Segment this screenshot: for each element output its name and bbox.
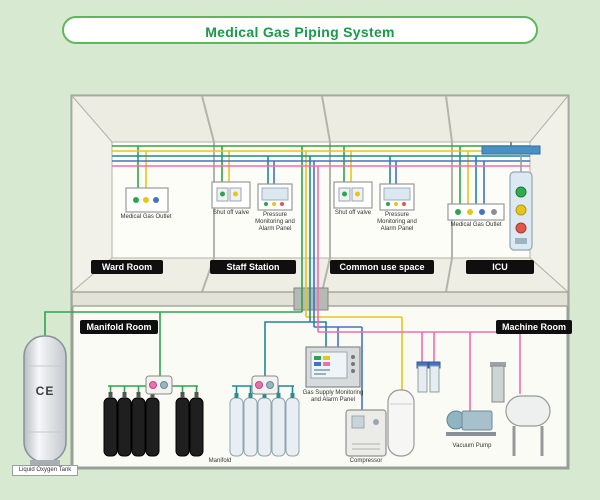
oxygen-pipe-green (44, 145, 530, 392)
room-label-icu: ICU (466, 260, 534, 274)
room-label-manifold-room: Manifold Room (80, 320, 158, 334)
label-medical-gas-outlet-icu: Medical Gas Outlet (450, 222, 502, 228)
label-compressor: Compressor (349, 458, 383, 464)
riser-connector (293, 287, 329, 311)
gas-cylinders-white (229, 393, 300, 457)
staff-shut-off-valve-box (211, 181, 251, 209)
icu-ceiling-pendant (481, 142, 541, 172)
manifold-regulator (251, 375, 279, 395)
room-label-ward-room: Ward Room (91, 260, 163, 274)
partition-wall (321, 95, 331, 293)
ward-medical-gas-outlet (125, 187, 169, 213)
compressor-receiver-tank (387, 389, 415, 457)
icu-medical-gas-outlet (447, 203, 505, 221)
liquid-oxygen-tank (23, 335, 67, 465)
oxygen-cylinders-dark (103, 392, 204, 457)
compressor-unit (345, 409, 387, 457)
manifold-regulator (145, 375, 173, 395)
room-label-machine-room: Machine Room (496, 320, 572, 334)
staff-pressure-panel-box (257, 183, 293, 211)
label-shut-off-valve-common: Shut off valve (334, 210, 372, 216)
gas-supply-monitoring-panel (305, 346, 361, 388)
room-label-common-use-space: Common use space (330, 260, 434, 274)
vacuum-receiver-tank (505, 395, 551, 456)
label-gas-supply-panel: Gas Supply Monitoring and Alarm Panel (302, 390, 364, 404)
label-medical-gas-outlet-ward: Medical Gas Outlet (120, 214, 172, 220)
label-ce-mark: CE (35, 384, 55, 398)
vacuum-pipe-pink (112, 165, 530, 411)
partition-wall (445, 95, 453, 293)
label-vacuum-pump: Vacuum Pump (452, 443, 492, 449)
diagram-title: Medical Gas Piping System (62, 16, 538, 44)
ceiling (70, 95, 570, 143)
label-pressure-panel-staff: Pressure Monitoring and Alarm Panel (255, 212, 295, 233)
pipe-blue (112, 160, 530, 411)
icu-console (509, 171, 533, 251)
inline-filter (490, 362, 506, 403)
label-manifold: Manifold (208, 458, 232, 464)
common-pressure-panel-box (379, 183, 415, 211)
label-shut-off-valve-staff: Shut off valve (212, 210, 250, 216)
vacuum-filters (416, 361, 441, 393)
label-liquid-oxygen-tank: Liquid Oxygen Tank (12, 465, 78, 476)
room-label-staff-station: Staff Station (210, 260, 296, 274)
vacuum-pump (446, 410, 496, 436)
label-pressure-panel-common: Pressure Monitoring and Alarm Panel (377, 212, 417, 233)
common-shut-off-valve-box (333, 181, 373, 209)
